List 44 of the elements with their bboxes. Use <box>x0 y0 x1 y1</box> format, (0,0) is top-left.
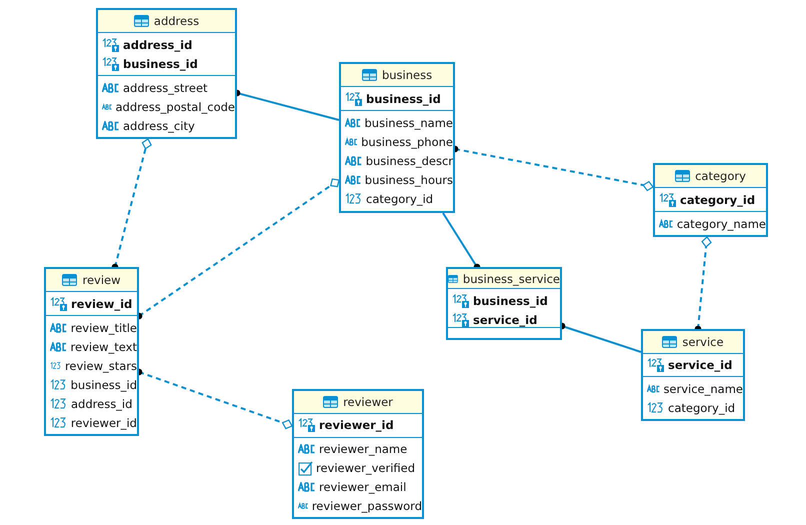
column-name: address_id <box>71 396 132 410</box>
column-name: business_descr <box>366 154 453 168</box>
column-name: business_id <box>366 92 441 106</box>
table-name: address <box>154 14 200 28</box>
table-card <box>292 389 424 519</box>
column-name: address_id <box>123 38 192 52</box>
column-name: reviewer_verified <box>316 461 416 476</box>
table-card <box>44 267 139 436</box>
column-name: category_id <box>668 400 736 415</box>
column-name: business_id <box>123 56 198 70</box>
column-name: category_name <box>676 216 766 230</box>
column-name: review_text <box>70 340 137 354</box>
column-name: category_id <box>680 192 756 206</box>
column-name: address_street <box>123 80 208 94</box>
column-name: review_title <box>70 320 137 334</box>
table-card <box>96 8 237 139</box>
column-name: address_city <box>123 118 195 132</box>
table-card <box>339 62 455 213</box>
column-name: business_phone <box>361 134 453 148</box>
table-card <box>641 329 745 421</box>
table-name: business <box>382 68 432 82</box>
column-name: address_postal_code <box>116 100 235 114</box>
table-card <box>446 267 562 340</box>
column-name: business_id <box>70 378 137 392</box>
column-name: review_id <box>71 296 132 310</box>
column-name: service_id <box>668 358 732 372</box>
table-name: business_service <box>462 272 560 286</box>
column-name: reviewer_name <box>319 442 408 456</box>
table-name: category <box>695 169 746 183</box>
column-name: reviewer_id <box>70 416 137 430</box>
column-name: business_hours <box>364 172 453 186</box>
table-name: reviewer <box>343 394 393 409</box>
column-name: reviewer_password <box>312 499 422 514</box>
column-name: category_id <box>366 192 434 206</box>
table-name: service <box>682 334 724 349</box>
column-name: review_stars <box>64 358 137 372</box>
column-name: business_id <box>473 294 548 308</box>
column-name: service_id <box>473 312 538 327</box>
table-name: review <box>82 273 121 287</box>
column-name: reviewer_id <box>319 418 394 432</box>
table-card <box>653 163 768 237</box>
column-name: service_name <box>663 382 743 396</box>
column-name: business_name <box>364 116 453 130</box>
column-name: reviewer_email <box>319 480 406 494</box>
